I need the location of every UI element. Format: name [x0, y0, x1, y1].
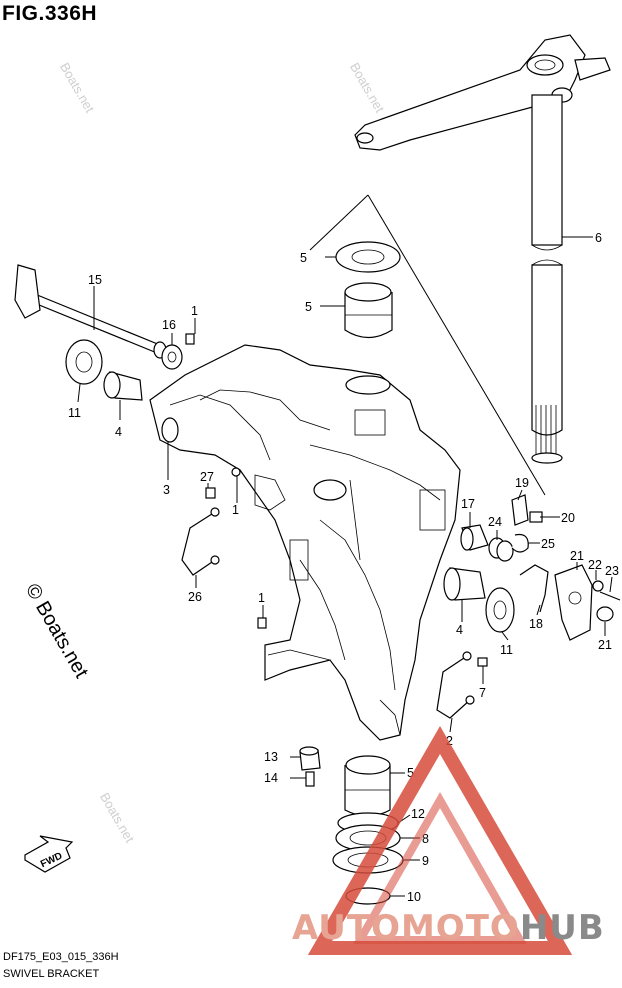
callout-label: 19 — [515, 476, 529, 490]
callout-leaders — [77, 236, 613, 897]
washer-8-top — [335, 241, 401, 273]
bush-5-bottom — [344, 755, 391, 817]
washer-11-right — [485, 587, 515, 633]
bush-17-left — [161, 344, 183, 370]
callout-label: 11 — [500, 643, 513, 657]
lever-18 — [519, 564, 549, 613]
callout-label: 3 — [163, 483, 170, 497]
bush-4-left — [103, 371, 143, 401]
callout-label: 25 — [541, 537, 555, 551]
grease-nipple-1 — [185, 333, 267, 629]
logo-part2: HUB — [519, 908, 605, 948]
figure-title: FIG.336H — [2, 2, 98, 25]
callout-label: 5 — [305, 300, 312, 314]
callout-label: 4 — [115, 425, 122, 439]
bolt-27 — [205, 487, 216, 499]
callout-label: 7 — [479, 686, 486, 700]
bush-5-top — [344, 282, 393, 339]
washer-11-left — [65, 339, 103, 385]
fwd-arrow: FWD — [24, 835, 74, 873]
callout-label: 9 — [422, 854, 429, 868]
callout-label: 1 — [191, 304, 198, 318]
bolt-14 — [305, 771, 315, 787]
callout-label: 6 — [595, 231, 602, 245]
nut-21 — [596, 606, 614, 622]
stopper-13 — [299, 746, 321, 771]
callout-label: 12 — [411, 807, 425, 821]
callout-label: 23 — [605, 564, 619, 578]
bolt-7 — [477, 657, 488, 667]
callout-label: 13 — [264, 750, 278, 764]
callout-label: 2 — [446, 734, 453, 748]
callout-label: 18 — [529, 617, 543, 631]
callout-label: 24 — [488, 515, 502, 529]
callout-label: 5 — [300, 251, 307, 265]
callout-label: 17 — [461, 497, 475, 511]
callout-label: 14 — [264, 771, 278, 785]
lead-wire-26 — [181, 507, 220, 576]
steering-shaft — [531, 94, 563, 464]
callout-label: 1 — [232, 503, 239, 517]
callout-label: 20 — [561, 511, 575, 525]
bush-4-right — [443, 567, 486, 601]
figure-caption: SWIVEL BRACKET — [3, 968, 100, 980]
logo-text: AUTOMOTOHUB — [292, 908, 605, 948]
lead-wire-2 — [436, 651, 475, 719]
logo-mark — [307, 725, 573, 955]
washer-22 — [592, 580, 604, 592]
spring-24 — [488, 537, 514, 562]
callout-label: 15 — [88, 273, 102, 287]
callout-label: 8 — [422, 832, 429, 846]
spring-25 — [511, 533, 529, 553]
callout-label: 11 — [68, 406, 81, 420]
swivel-bracket-body — [149, 344, 461, 741]
callouts: 5 5 6 15 1 16 11 4 3 1 27 26 1 17 24 19 … — [68, 231, 619, 904]
model-code: DF175_E03_015_336H — [3, 951, 119, 963]
callout-label: 27 — [200, 470, 214, 484]
pin-23 — [599, 591, 621, 601]
callout-label: 21 — [598, 638, 612, 652]
callout-label: 5 — [407, 766, 414, 780]
callout-label: 1 — [258, 591, 265, 605]
callout-label: 16 — [162, 318, 176, 332]
callout-label: 4 — [456, 623, 463, 637]
callout-label: 10 — [407, 890, 421, 904]
steering-arm — [354, 34, 611, 151]
logo-part1: AUTOMOTO — [292, 908, 520, 948]
lock-19 — [511, 494, 529, 526]
bracket-16 — [554, 564, 593, 641]
callout-label: 26 — [188, 590, 202, 604]
callout-label: 21 — [570, 549, 584, 563]
callout-label: 22 — [588, 558, 602, 572]
bush-17-right — [460, 524, 489, 551]
